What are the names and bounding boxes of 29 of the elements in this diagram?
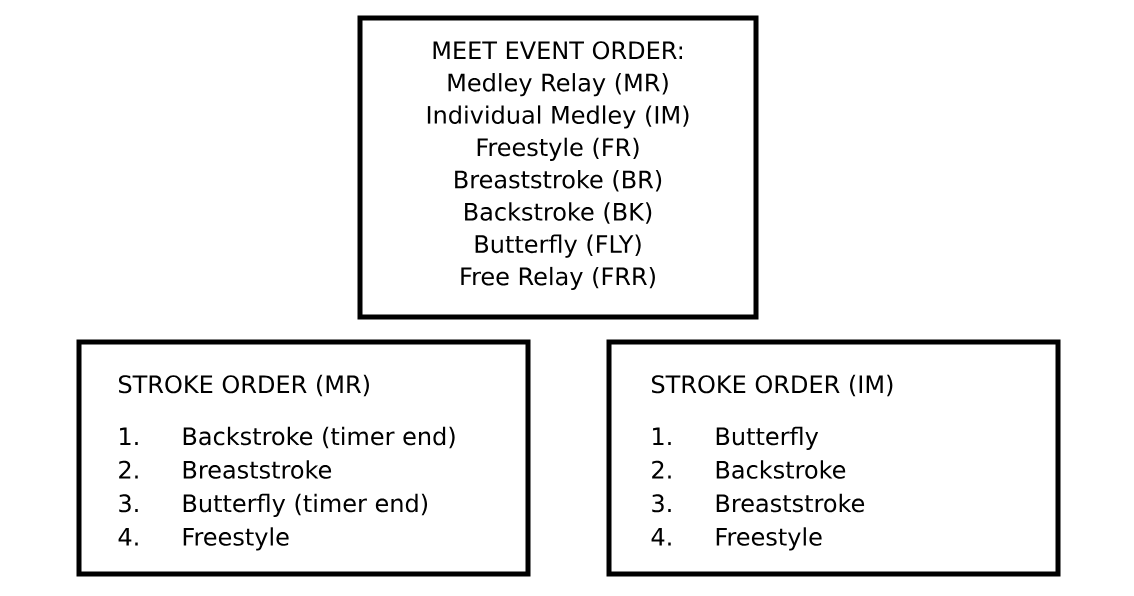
list-number: 1.: [653, 427, 671, 445]
list-box: [357, 15, 759, 320]
list-item: Freestyle (FR): [477, 137, 639, 161]
heading: STROKE ORDER (IM): [652, 374, 893, 397]
list-item: Freestyle: [716, 527, 822, 551]
heading: MEET EVENT ORDER:: [433, 41, 682, 60]
list-item: Backstroke (BK): [465, 202, 652, 224]
list-item: Freestyle: [183, 527, 289, 551]
list-number: 4.: [651, 528, 671, 546]
list-box: [606, 339, 1061, 577]
list-item: Butterfly: [716, 426, 819, 450]
list-item: Free Relay (FRR): [461, 266, 655, 291]
list-item: Butterfly (FLY): [475, 234, 641, 258]
list-item: Breaststroke: [183, 460, 332, 479]
list-item: Medley Relay (MR): [448, 73, 668, 97]
list-number: 4.: [118, 528, 138, 546]
list-item: Individual Medley (IM): [427, 105, 689, 129]
list-box: [76, 339, 531, 577]
list-number: 1.: [120, 427, 138, 445]
list-item: Butterfly (timer end): [183, 493, 428, 517]
list-item: Backstroke: [716, 460, 846, 479]
list-number: 2.: [119, 460, 138, 479]
list-number: 2.: [652, 460, 671, 479]
list-item: Backstroke (timer end): [183, 426, 455, 449]
list-item: Breaststroke: [716, 493, 865, 513]
list-number: 3.: [652, 494, 671, 513]
heading: STROKE ORDER (MR): [119, 374, 369, 397]
list-item: Breaststroke (BR): [455, 170, 662, 192]
list-number: 3.: [119, 494, 138, 513]
